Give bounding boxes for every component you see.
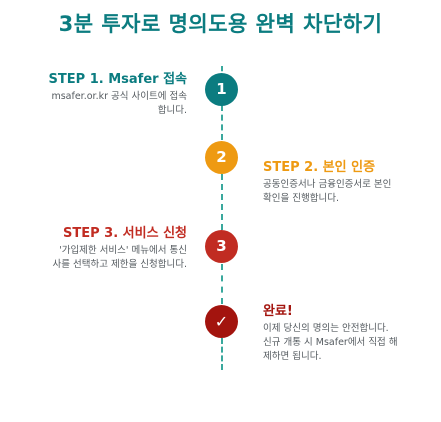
- step-1-block: STEP 1. Msafer 접속 msafer.or.kr 공식 사이트에 접…: [0, 68, 187, 118]
- timeline-connector: [221, 264, 223, 304]
- check-icon: ✓: [205, 305, 238, 338]
- timeline-connector: [221, 338, 223, 370]
- step-2-desc-line: 공동인증서나 금융인증서로 본인: [263, 179, 392, 190]
- step-1-desc-line: msafer.or.kr 공식 사이트에 접속: [51, 91, 187, 102]
- complete-description: 이제 당신의 명의는 안전합니다. 신규 개통 시 Msafer에서 직접 해 …: [263, 322, 438, 364]
- timeline-connector: [221, 105, 223, 140]
- step-3-marker: 3: [205, 230, 238, 263]
- step-2-marker: 2: [205, 141, 238, 174]
- complete-desc-line: 제하면 됩니다.: [263, 351, 322, 362]
- step-3-desc-line: 사를 선택하고 제한을 신청합니다.: [52, 259, 187, 270]
- step-3-block: STEP 3. 서비스 신청 '가입제한 서비스' 메뉴에서 통신 사를 선택하…: [0, 222, 187, 272]
- step-3-heading: STEP 3. 서비스 신청: [62, 226, 187, 241]
- step-1-marker: 1: [205, 73, 238, 106]
- complete-desc-line: 이제 당신의 명의는 안전합니다.: [263, 323, 389, 334]
- step-1-heading: STEP 1. Msafer 접속: [48, 72, 187, 87]
- step-2-heading: STEP 2. 본인 인증: [263, 160, 376, 175]
- step-3-desc-line: '가입제한 서비스' 메뉴에서 통신: [59, 245, 187, 256]
- timeline-connector: [221, 174, 223, 230]
- step-3-description: '가입제한 서비스' 메뉴에서 통신 사를 선택하고 제한을 신청합니다.: [0, 244, 187, 272]
- complete-desc-line: 신규 개통 시 Msafer에서 직접 해: [263, 337, 398, 348]
- step-2-block: STEP 2. 본인 인증 공동인증서나 금융인증서로 본인 확인을 진행합니다…: [263, 156, 438, 206]
- step-1-description: msafer.or.kr 공식 사이트에 접속 합니다.: [0, 90, 187, 118]
- page-title: 3분 투자로 명의도용 완벽 차단하기: [58, 12, 383, 36]
- step-1-desc-line: 합니다.: [157, 105, 187, 116]
- step-2-desc-line: 확인을 진행합니다.: [263, 193, 339, 204]
- complete-block: 완료! 이제 당신의 명의는 안전합니다. 신규 개통 시 Msafer에서 직…: [263, 300, 438, 364]
- step-2-description: 공동인증서나 금융인증서로 본인 확인을 진행합니다.: [263, 178, 438, 206]
- complete-heading: 완료!: [263, 304, 293, 319]
